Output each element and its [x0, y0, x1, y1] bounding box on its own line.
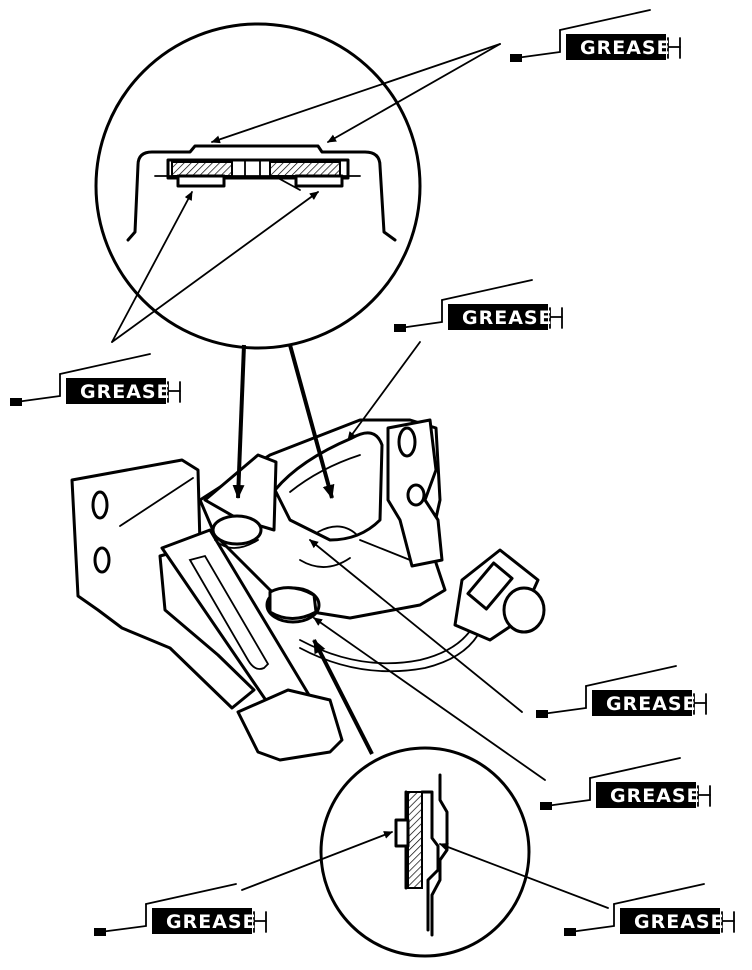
grease-label-text: GREASE [610, 785, 701, 807]
grease-label-text: GREASE [166, 911, 257, 933]
callout-lines [111, 43, 609, 909]
grease-label-text: GREASE [80, 381, 171, 403]
grease-label-top-right: GREASE [510, 9, 681, 62]
grease-label-text: GREASE [462, 307, 553, 329]
grease-label-mid-right: GREASE [394, 279, 563, 332]
grease-label-text: GREASE [580, 37, 671, 59]
grease-label-text: GREASE [634, 911, 725, 933]
top-detail-circle [94, 22, 422, 350]
grease-label-bottom-left: GREASE [94, 883, 267, 936]
grease-label-lower-right-2: GREASE [540, 757, 711, 810]
grease-label-bottom-right: GREASE [564, 883, 735, 936]
grease-label-left: GREASE [10, 353, 181, 406]
grease-label-lower-right-1: GREASE [536, 665, 707, 718]
bottom-detail-circle [319, 746, 531, 958]
grease-label-text: GREASE [606, 693, 697, 715]
hood-latch-assembly [70, 418, 546, 762]
